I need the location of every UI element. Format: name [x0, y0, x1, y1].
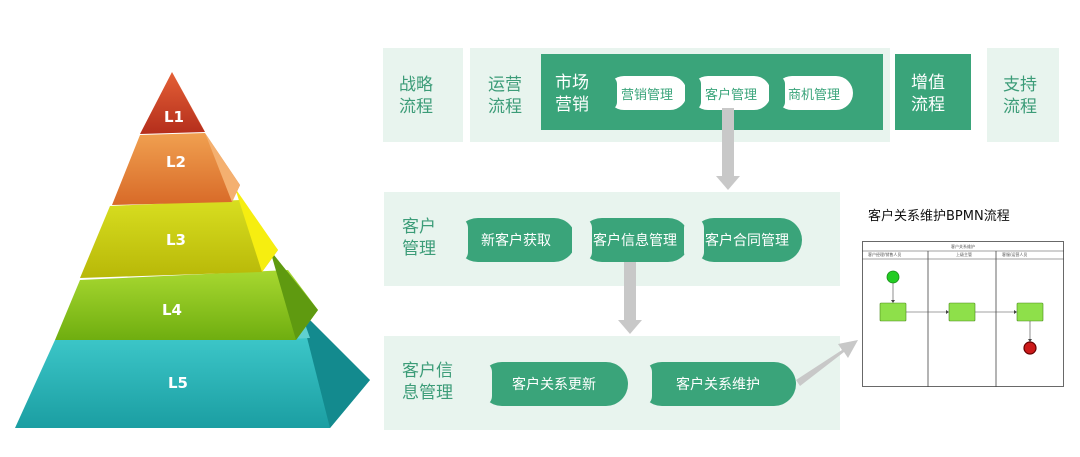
pill-customer-contract-management[interactable]: 客户合同管理 — [684, 218, 802, 262]
pyramid-label-l2: L2 — [166, 153, 186, 171]
pill-customer-info-management[interactable]: 客户信息管理 — [572, 218, 690, 262]
pill-customer-relation-update[interactable]: 客户关系更新 — [472, 362, 628, 406]
pyramid-label-l3: L3 — [166, 231, 186, 249]
pill-customer-relation-maintenance[interactable]: 客户关系维护 — [632, 362, 796, 406]
marketing-box: 市场 营销 营销管理 客户管理 商机管理 — [541, 54, 883, 130]
pyramid-label-l4: L4 — [162, 301, 182, 319]
pyramid-level-1 — [140, 72, 205, 134]
customer-management-label: 客户 管理 — [402, 217, 436, 259]
value-added-process-label: 增值 流程 — [911, 73, 945, 115]
customer-info-management-box: 客户信 息管理 客户关系更新 客户关系维护 — [384, 336, 840, 430]
pill-new-customer-acquisition[interactable]: 新客户获取 — [448, 218, 576, 262]
bpmn-lane-3: 客服/运营人员 — [1002, 251, 1027, 257]
strategy-process-label: 战略 流程 — [399, 75, 433, 117]
pyramid-level-3 — [80, 188, 278, 278]
pyramid-level-4 — [55, 250, 318, 340]
pyramid-diagram: L1 L2 L3 L4 L5 — [15, 72, 370, 428]
bpmn-lane-2: 上级主管 — [956, 251, 972, 257]
pyramid-label-l5: L5 — [168, 374, 188, 392]
bpmn-title: 客户关系维护BPMN流程 — [868, 209, 1010, 224]
bpmn-start-event — [886, 270, 900, 284]
support-process-box: 支持 流程 — [987, 48, 1059, 142]
strategy-process-box: 战略 流程 — [383, 48, 463, 142]
bpmn-task-2 — [948, 302, 976, 322]
bpmn-pool-title: 客户关系维护 — [951, 243, 975, 249]
bpmn-end-event — [1023, 341, 1037, 355]
support-process-label: 支持 流程 — [1003, 75, 1037, 117]
value-added-process-box: 增值 流程 — [895, 54, 971, 130]
customer-info-management-label: 客户信 息管理 — [402, 361, 453, 403]
customer-management-box: 客户 管理 新客户获取 客户信息管理 客户合同管理 — [384, 192, 840, 286]
bpmn-lane-1: 客户经理/销售人员 — [868, 251, 901, 257]
pill-opportunity-management[interactable]: 商机管理 — [769, 76, 853, 110]
bpmn-task-1 — [879, 302, 907, 322]
bpmn-diagram: 客户关系维护 客户经理/销售人员 上级主管 客服/运营人员 — [862, 241, 1064, 387]
pill-marketing-management[interactable]: 营销管理 — [601, 76, 687, 110]
operation-process-label: 运营 流程 — [488, 75, 522, 117]
pill-customer-management[interactable]: 客户管理 — [685, 76, 771, 110]
bpmn-task-3 — [1016, 302, 1044, 322]
marketing-label: 市场 营销 — [555, 73, 589, 115]
pyramid-label-l1: L1 — [164, 108, 184, 126]
pyramid-level-2 — [112, 133, 240, 205]
